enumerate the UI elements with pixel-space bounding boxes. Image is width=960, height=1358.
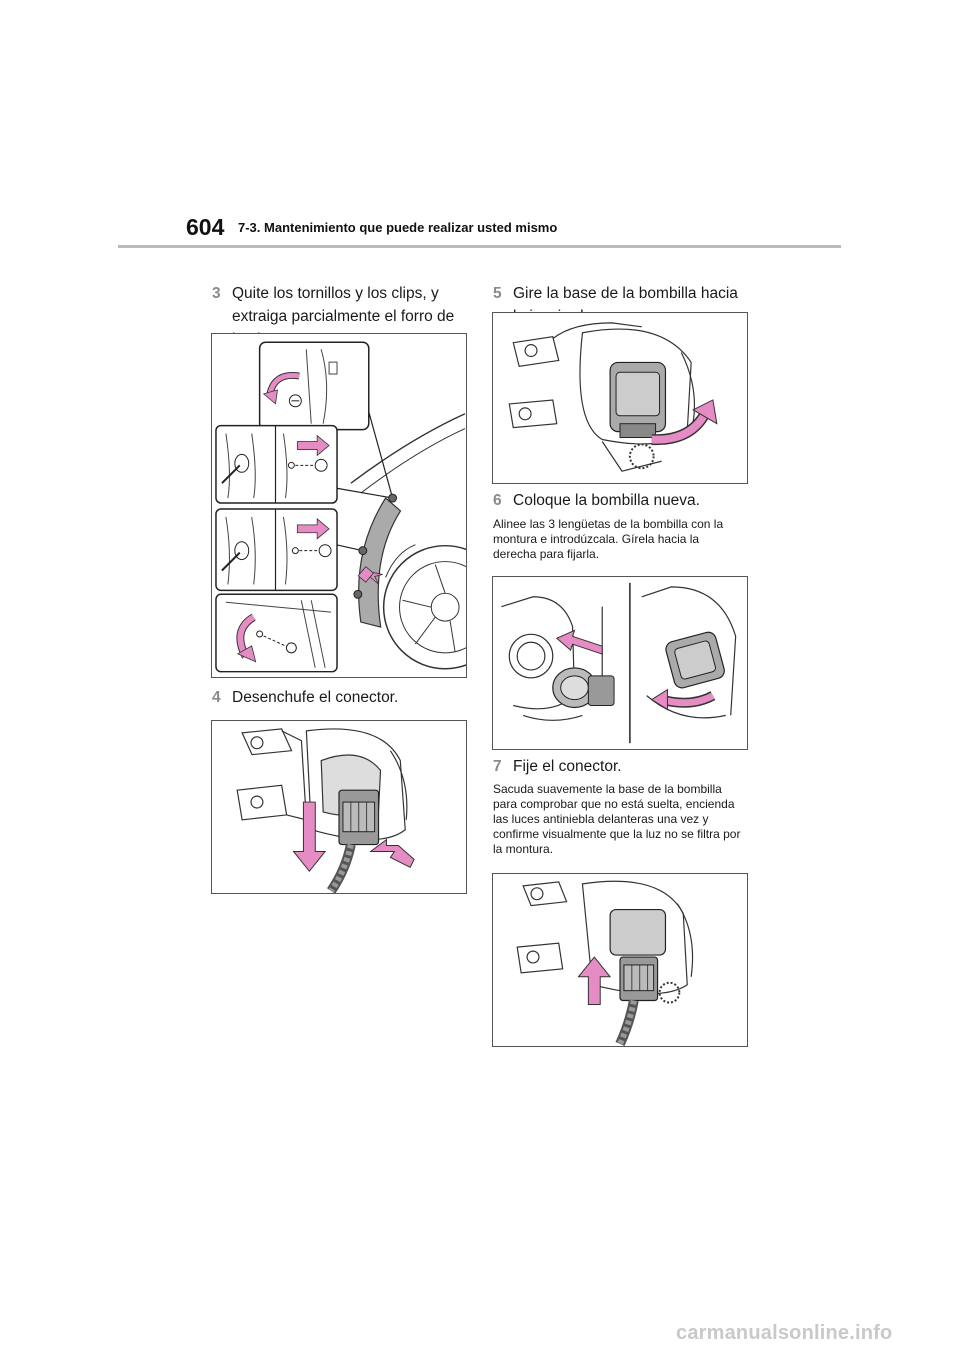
step-7: 7 Fije el conector. (493, 755, 743, 778)
step-number: 4 (212, 689, 221, 706)
figure-unplug-connector (211, 720, 467, 894)
step-text: Coloque la bombilla nueva. (513, 492, 700, 509)
figure-attach-connector (492, 873, 748, 1047)
step-number: 7 (493, 758, 502, 775)
section-title: 7-3. Mantenimiento que puede realizar us… (238, 220, 558, 235)
bulb-base-rotate-illustration (508, 322, 718, 472)
step-number: 5 (493, 285, 502, 302)
fender-liner-illustration (215, 341, 466, 673)
figure-rotate-bulb (492, 312, 748, 484)
figure-fender-liner (211, 333, 467, 678)
new-bulb-install-illustration (501, 582, 737, 744)
step-7-note: Sacuda suavemente la base de la bombilla… (493, 782, 741, 856)
connector-attach-illustration (516, 880, 694, 1046)
page-number: 604 (186, 214, 225, 240)
watermark: carmanualsonline.info (676, 1322, 893, 1344)
step-6-note: Alinee las 3 lengüetas de la bombilla co… (493, 517, 724, 561)
step-text: Fije el conector. (513, 758, 622, 775)
step-text: Desenchufe el conector. (232, 689, 399, 706)
step-4: 4 Desenchufe el conector. (212, 686, 462, 709)
step-6: 6 Coloque la bombilla nueva. (493, 489, 743, 512)
connector-unplug-illustration (236, 728, 415, 893)
step-number: 6 (493, 492, 502, 509)
step-number: 3 (212, 285, 221, 302)
header-rule (118, 245, 841, 248)
figure-install-bulb (492, 576, 748, 750)
